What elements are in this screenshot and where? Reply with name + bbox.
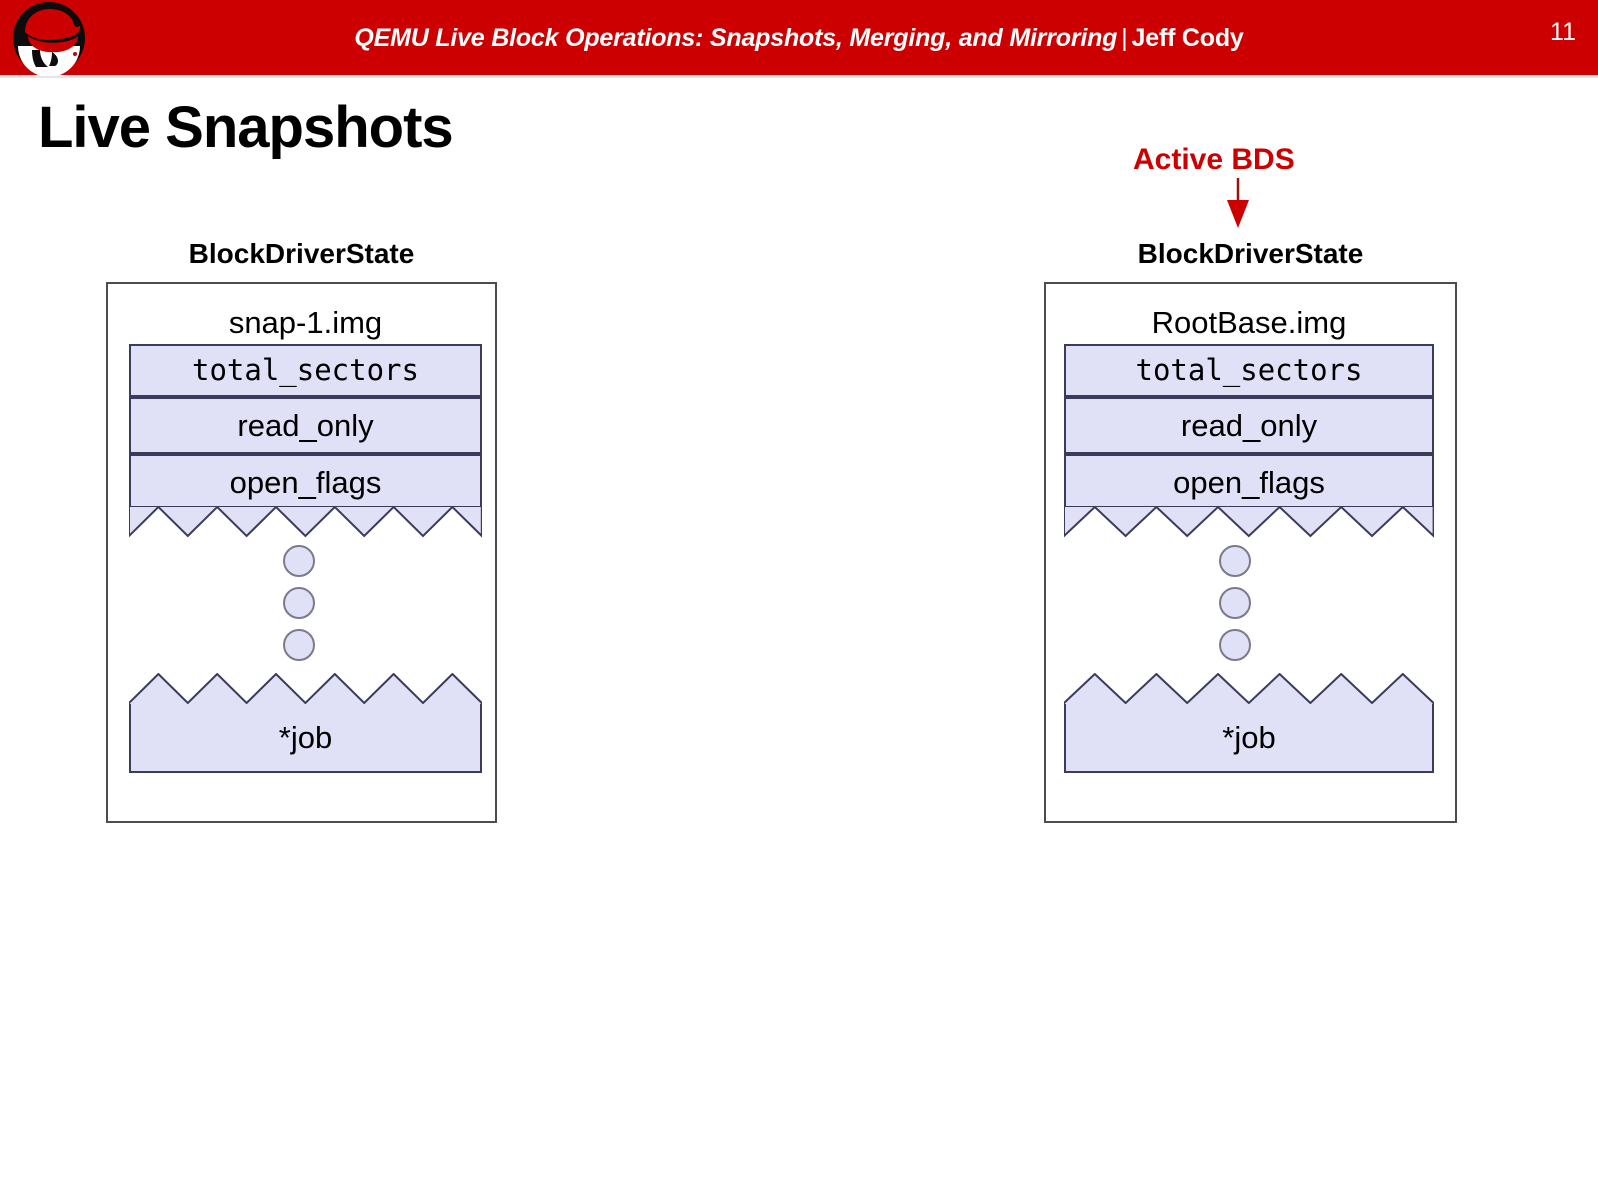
field-job-right: *job: [1064, 704, 1434, 773]
page-number: 11: [1550, 18, 1576, 46]
field-total-sectors-right: total_sectors: [1064, 344, 1434, 397]
active-bds-arrow-icon: [1218, 178, 1258, 235]
ellipsis-dot-right-3: [1219, 629, 1251, 661]
ellipsis-dot-right-2: [1219, 587, 1251, 619]
field-open-flags-left: open_flags: [129, 454, 482, 508]
torn-edge-top-left: [129, 673, 482, 706]
header-author: Jeff Cody: [1131, 24, 1244, 52]
torn-edge-top-right: [1064, 673, 1434, 706]
torn-edge-bottom-right: [1064, 506, 1434, 538]
field-job-left: *job: [129, 704, 482, 773]
bds-struct-label-left: BlockDriverState: [188, 238, 415, 269]
ellipsis-dot-left-2: [283, 587, 315, 619]
red-hat-shadowman-logo: [6, 0, 92, 77]
ellipsis-dot-left-1: [283, 545, 315, 577]
slide-header-bar: QEMU Live Block Operations: Snapshots, M…: [0, 0, 1598, 78]
bds-struct-label-right: BlockDriverState: [1137, 238, 1364, 269]
field-read-only-left: read_only: [129, 397, 482, 454]
field-read-only-right: read_only: [1064, 397, 1434, 454]
image-name-left: snap-1.img: [228, 305, 383, 340]
field-open-flags-right: open_flags: [1064, 454, 1434, 508]
page-title: Live Snapshots: [38, 95, 454, 160]
torn-edge-bottom-left: [129, 506, 482, 538]
header-title-separator: |: [1121, 24, 1128, 52]
header-title: QEMU Live Block Operations: Snapshots, M…: [0, 0, 1598, 76]
ellipsis-dot-left-3: [283, 629, 315, 661]
image-name-right: RootBase.img: [1151, 305, 1347, 340]
header-title-main: QEMU Live Block Operations: Snapshots, M…: [354, 24, 1118, 52]
active-bds-annotation-label: Active BDS: [1133, 143, 1295, 176]
field-total-sectors-left: total_sectors: [129, 344, 482, 397]
ellipsis-dot-right-1: [1219, 545, 1251, 577]
